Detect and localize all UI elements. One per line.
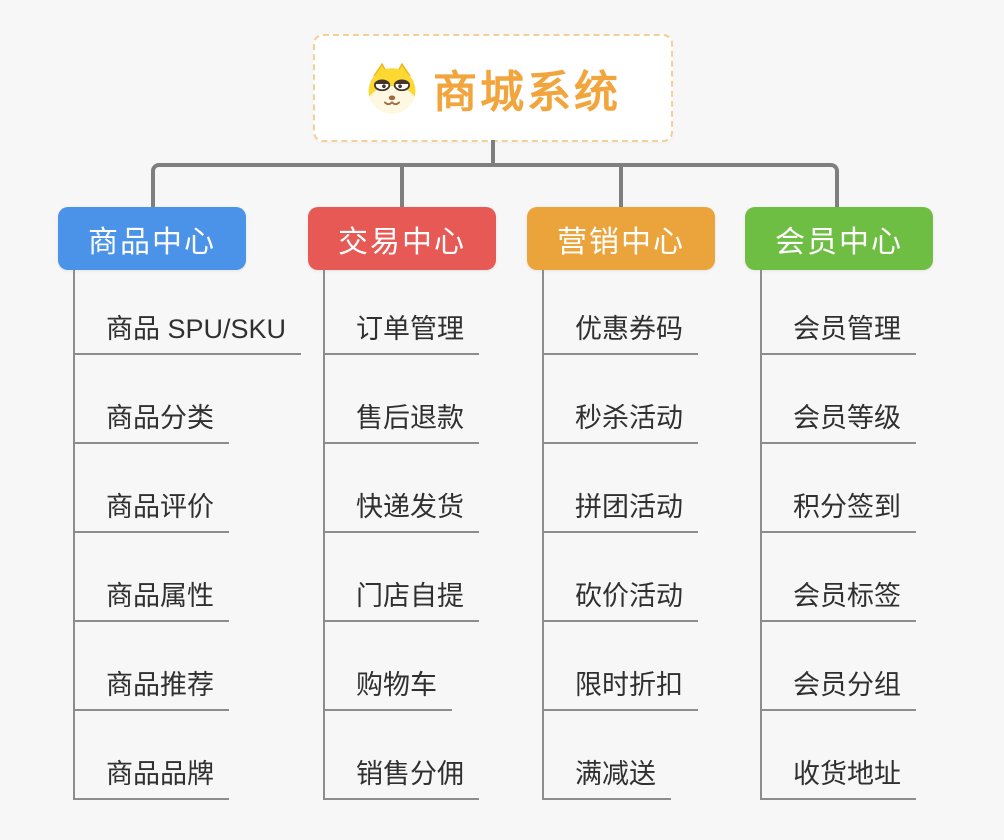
leaf-item[interactable]: 砍价活动 — [542, 581, 698, 622]
leaf-item[interactable]: 商品品牌 — [73, 759, 229, 800]
leaf-item[interactable]: 秒杀活动 — [542, 403, 698, 444]
leaf-item[interactable]: 商品推荐 — [73, 670, 229, 711]
page-title: 商城系统 — [433, 68, 621, 117]
leaf-item[interactable]: 销售分佣 — [323, 759, 479, 800]
leaf-item[interactable]: 会员等级 — [760, 403, 916, 444]
branch-header-trade-center[interactable]: 交易中心 — [308, 207, 496, 270]
branch-column-trade-center: 订单管理售后退款快递发货门店自提购物车销售分佣 — [323, 270, 479, 800]
branch-drop-line — [619, 165, 623, 209]
leaf-item[interactable]: 商品 SPU/SKU — [73, 314, 302, 355]
branch-header-label: 交易中心 — [338, 225, 466, 259]
branch-header-marketing-center[interactable]: 营销中心 — [527, 207, 715, 270]
branch-drop-line — [400, 165, 404, 209]
leaf-item[interactable]: 订单管理 — [323, 314, 479, 355]
leaf-item[interactable]: 限时折扣 — [542, 670, 698, 711]
leaf-item[interactable]: 售后退款 — [323, 403, 479, 444]
leaf-item[interactable]: 满减送 — [542, 759, 671, 800]
leaf-item[interactable]: 商品属性 — [73, 581, 229, 622]
branch-column-marketing-center: 优惠券码秒杀活动拼团活动砍价活动限时折扣满减送 — [542, 270, 698, 800]
leaf-item[interactable]: 会员管理 — [760, 314, 916, 355]
branch-header-label: 营销中心 — [557, 225, 685, 259]
leaf-item[interactable]: 积分签到 — [760, 492, 916, 533]
leaf-item[interactable]: 拼团活动 — [542, 492, 698, 533]
leaf-item[interactable]: 快递发货 — [323, 492, 479, 533]
leaf-item[interactable]: 门店自提 — [323, 581, 479, 622]
leaf-item[interactable]: 优惠券码 — [542, 314, 698, 355]
branch-column-product-center: 商品 SPU/SKU 商品分类商品评价商品属性商品推荐商品品牌 — [73, 270, 302, 800]
branch-column-member-center: 会员管理会员等级积分签到会员标签会员分组收货地址 — [760, 270, 916, 800]
branch-header-member-center[interactable]: 会员中心 — [745, 207, 933, 270]
leaf-item[interactable]: 会员标签 — [760, 581, 916, 622]
leaf-item[interactable]: 会员分组 — [760, 670, 916, 711]
branch-header-label: 会员中心 — [775, 225, 903, 259]
leaf-item[interactable]: 商品分类 — [73, 403, 229, 444]
branch-header-product-center[interactable]: 商品中心 — [58, 207, 246, 270]
root-node-mall-system[interactable]: 商城系统 — [313, 34, 673, 142]
branch-header-label: 商品中心 — [88, 225, 216, 259]
leaf-item[interactable]: 收货地址 — [760, 759, 916, 800]
leaf-item[interactable]: 购物车 — [323, 670, 452, 711]
leaf-item[interactable]: 商品评价 — [73, 492, 229, 533]
branch-bus-line — [151, 163, 839, 209]
root-connector-line — [491, 140, 495, 167]
shiba-dog-icon — [368, 62, 416, 114]
